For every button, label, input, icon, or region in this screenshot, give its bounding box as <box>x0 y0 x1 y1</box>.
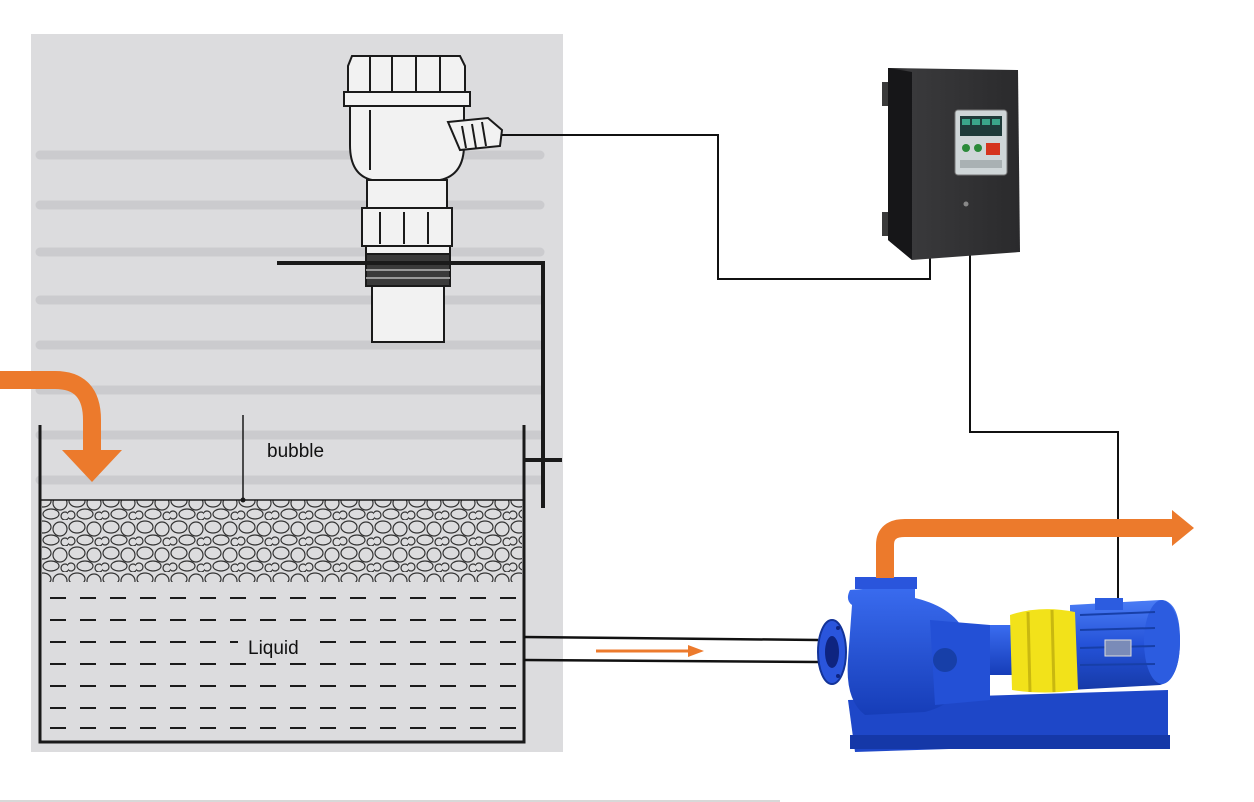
inlet-flow-arrow <box>0 371 122 482</box>
tank-wall <box>38 425 526 744</box>
liquid-dashes <box>50 597 520 729</box>
liquid-label: Liquid <box>248 638 299 659</box>
suction-pipe <box>523 635 819 664</box>
suction-flow-arrow <box>596 645 704 657</box>
outlet-flow-arrow <box>876 510 1194 578</box>
centrifugal-pump-motor-icon <box>817 577 1180 752</box>
signal-wires <box>502 134 1119 605</box>
ultrasonic-level-sensor-icon <box>343 55 504 343</box>
sensor-mount-bracket <box>277 261 562 508</box>
control-cabinet-icon <box>882 68 1020 260</box>
paper-ghost-text <box>35 150 545 485</box>
bubble-label: bubble <box>267 441 324 462</box>
bubble-foam-layer <box>42 500 522 582</box>
